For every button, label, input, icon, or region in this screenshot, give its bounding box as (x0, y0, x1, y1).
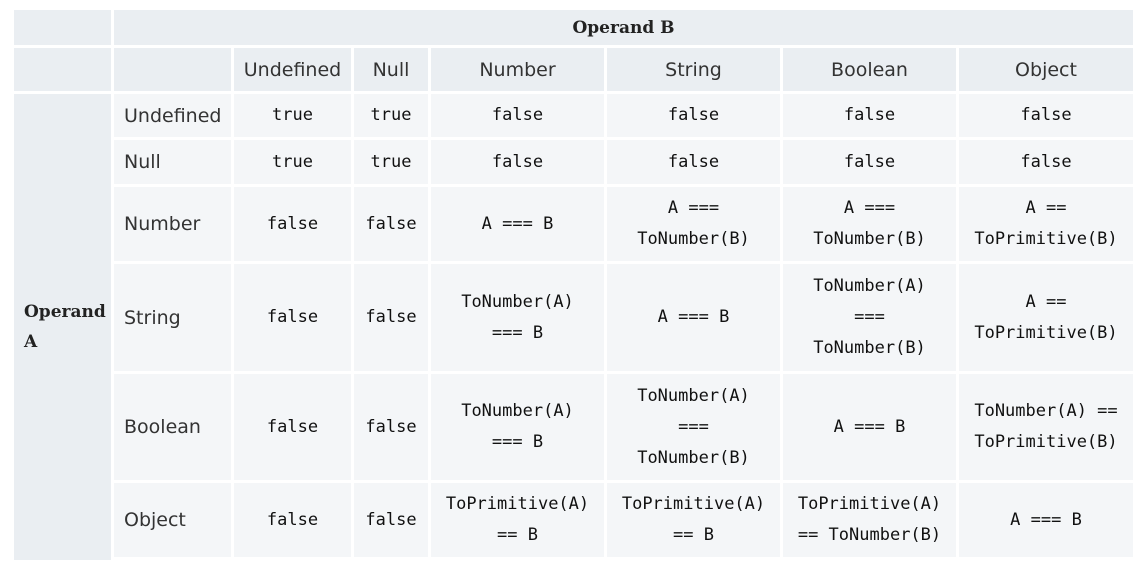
table-cell: true (234, 140, 351, 184)
column-group-title: Operand B (114, 10, 1133, 45)
table-cell: false (354, 187, 428, 261)
table-cell: ToNumber(A) === ToNumber(B) (783, 264, 956, 371)
table-cell: A == ToPrimitive(B) (959, 187, 1133, 261)
row-header-object: Object (114, 483, 231, 557)
column-header-string: String (607, 48, 780, 91)
table-cell: false (959, 94, 1133, 137)
table-cell: A === B (959, 483, 1133, 557)
row-header-number: Number (114, 187, 231, 261)
row-header-boolean: Boolean (114, 374, 231, 480)
table-cell: ToNumber(A) == ToPrimitive(B) (959, 374, 1133, 480)
table-cell: ToPrimitive(A) == B (607, 483, 780, 557)
column-header-boolean: Boolean (783, 48, 956, 91)
row-header-null: Null (114, 140, 231, 184)
column-header-null: Null (354, 48, 428, 91)
column-header-number: Number (431, 48, 604, 91)
table-cell: A === ToNumber(B) (783, 187, 956, 261)
table-cell: false (959, 140, 1133, 184)
row-header-string: String (114, 264, 231, 371)
table-cell: false (431, 94, 604, 137)
table-cell: ToPrimitive(A) == B (431, 483, 604, 557)
table-cell: A === ToNumber(B) (607, 187, 780, 261)
corner-cell (14, 48, 111, 91)
table-cell: ToNumber(A) === ToNumber(B) (607, 374, 780, 480)
table-cell: ToPrimitive(A) == ToNumber(B) (783, 483, 956, 557)
table-cell: false (607, 94, 780, 137)
corner-cell (14, 10, 111, 45)
table-cell: true (354, 140, 428, 184)
table-cell: ToNumber(A) === B (431, 374, 604, 480)
table-cell: false (783, 140, 956, 184)
table-cell: false (234, 264, 351, 371)
table-cell: false (783, 94, 956, 137)
table-cell: false (354, 264, 428, 371)
column-header-object: Object (959, 48, 1133, 91)
table-cell: true (234, 94, 351, 137)
row-group-title: Operand A (14, 94, 111, 560)
table-cell: false (354, 374, 428, 480)
table-cell: false (234, 374, 351, 480)
header-spacer-cell (114, 48, 231, 91)
table-cell: A === B (431, 187, 604, 261)
table-cell: ToNumber(A) === B (431, 264, 604, 371)
table-cell: false (234, 483, 351, 557)
table-cell: false (234, 187, 351, 261)
column-header-undefined: Undefined (234, 48, 351, 91)
table-cell: A === B (783, 374, 956, 480)
table-cell: false (431, 140, 604, 184)
table-cell: A === B (607, 264, 780, 371)
table-cell: false (607, 140, 780, 184)
table-cell: false (354, 483, 428, 557)
table-cell: true (354, 94, 428, 137)
row-header-undefined: Undefined (114, 94, 231, 137)
table-cell: A == ToPrimitive(B) (959, 264, 1133, 371)
